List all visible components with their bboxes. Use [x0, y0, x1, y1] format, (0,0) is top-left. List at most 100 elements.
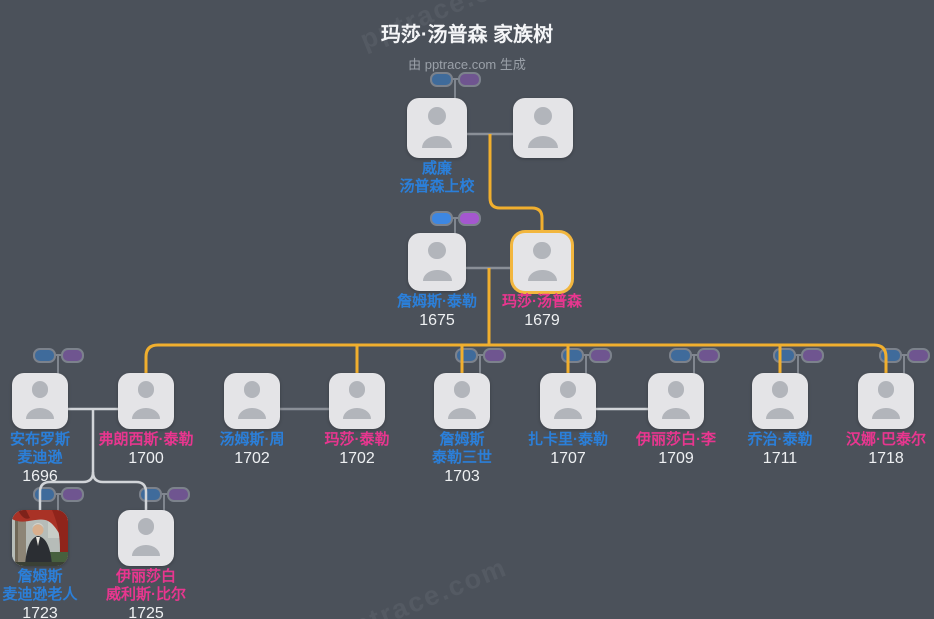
couple-link-icon[interactable] — [139, 487, 191, 516]
wife-pill-icon — [458, 72, 481, 87]
person-name: 詹姆斯 麦迪逊老人 — [2, 568, 78, 603]
person-name: 玛莎·汤普森 — [502, 293, 582, 310]
person-label: 玛莎·泰勒 1702 — [282, 431, 432, 468]
james-madison-portrait-image — [12, 510, 68, 566]
couple-link-icon[interactable] — [455, 348, 507, 379]
couple-link-icon[interactable] — [879, 348, 931, 379]
husband-pill-icon — [33, 348, 56, 363]
person-card-elizabeth-willis-beale[interactable] — [118, 510, 174, 566]
couple-link-icon[interactable] — [33, 348, 85, 379]
husband-pill-icon — [430, 72, 453, 87]
person-name: 威廉 汤普森上校 — [399, 160, 475, 195]
person-label: 伊丽莎白 威利斯·比尔 1725 — [71, 568, 221, 619]
person-name: 乔治·泰勒 — [747, 431, 813, 448]
header: 玛莎·汤普森 家族树 由 pptrace.com 生成 — [0, 18, 934, 73]
person-label: 威廉 汤普森上校 — [362, 160, 512, 196]
wife-pill-icon — [801, 348, 824, 363]
person-avatar-icon — [329, 373, 385, 429]
person-card-william-thompson[interactable] — [407, 98, 467, 158]
couple-link-icon[interactable] — [561, 348, 613, 379]
wife-pill-icon — [61, 348, 84, 363]
person-label: 詹姆斯·泰勒 1675 — [362, 293, 512, 330]
watermark-text: pptrace.com — [330, 551, 512, 619]
person-name: 汤姆斯·周 — [219, 431, 285, 448]
person-avatar-icon — [408, 233, 466, 291]
couple-link-icon[interactable] — [669, 348, 721, 379]
couple-link-icon[interactable] — [773, 348, 825, 379]
person-card-unnamed-spouse[interactable] — [513, 98, 573, 158]
couple-link-icon[interactable] — [430, 211, 482, 238]
person-card-elizabeth-lee[interactable] — [648, 373, 704, 429]
person-card-martha-thompson-selected[interactable] — [513, 233, 571, 291]
person-card-ambrose-madison[interactable] — [12, 373, 68, 429]
person-avatar-icon — [118, 373, 174, 429]
person-year: 1709 — [658, 450, 694, 467]
wife-pill-icon — [907, 348, 930, 363]
person-year: 1723 — [22, 605, 58, 619]
couple-link-icon[interactable] — [430, 72, 482, 103]
person-name: 詹姆斯 泰勒三世 — [431, 431, 492, 466]
person-label: 安布罗斯 麦迪逊 1696 — [0, 431, 115, 486]
wife-pill-icon — [697, 348, 720, 363]
wife-pill-icon — [167, 487, 190, 502]
person-name: 伊丽莎白·李 — [636, 431, 716, 448]
person-avatar-icon — [224, 373, 280, 429]
husband-pill-icon — [879, 348, 902, 363]
person-avatar-icon — [752, 373, 808, 429]
person-avatar-icon — [513, 98, 573, 158]
page-title: 玛莎·汤普森 家族树 — [380, 24, 554, 46]
person-label: 玛莎·汤普森 1679 — [467, 293, 617, 330]
person-year: 1711 — [762, 450, 798, 467]
person-name: 玛莎·泰勒 — [324, 431, 390, 448]
person-label: 乔治·泰勒 1711 — [705, 431, 855, 468]
person-year: 1696 — [22, 468, 58, 485]
person-name: 扎卡里·泰勒 — [528, 431, 608, 448]
person-label: 詹姆斯 麦迪逊老人 1723 — [0, 568, 115, 619]
person-label: 詹姆斯 泰勒三世 1703 — [387, 431, 537, 486]
person-name: 伊丽莎白 威利斯·比尔 — [106, 568, 186, 603]
person-card-george-taylor[interactable] — [752, 373, 808, 429]
person-card-martha-taylor[interactable] — [329, 373, 385, 429]
person-label: 弗朗西斯·泰勒 1700 — [71, 431, 221, 468]
wife-pill-icon — [458, 211, 481, 226]
husband-pill-icon — [561, 348, 584, 363]
person-card-james-taylor-iii[interactable] — [434, 373, 490, 429]
person-card-zachary-taylor[interactable] — [540, 373, 596, 429]
couple-link-icon[interactable] — [33, 487, 85, 516]
person-card-james-madison-sr[interactable] — [12, 510, 68, 566]
person-label: 汉娜·巴泰尔 1718 — [811, 431, 934, 468]
husband-pill-icon — [669, 348, 692, 363]
person-card-frances-taylor[interactable] — [118, 373, 174, 429]
person-card-hannah-battaile[interactable] — [858, 373, 914, 429]
person-label: 扎卡里·泰勒 1707 — [493, 431, 643, 468]
person-avatar-icon — [513, 233, 571, 291]
husband-pill-icon — [139, 487, 162, 502]
husband-pill-icon — [773, 348, 796, 363]
person-year: 1702 — [339, 450, 375, 467]
person-avatar-icon — [12, 373, 68, 429]
person-year: 1703 — [444, 468, 480, 485]
person-name: 弗朗西斯·泰勒 — [98, 431, 194, 448]
husband-pill-icon — [455, 348, 478, 363]
person-year: 1718 — [868, 450, 904, 467]
person-name: 詹姆斯·泰勒 — [397, 293, 477, 310]
person-name: 安布罗斯 麦迪逊 — [9, 431, 70, 466]
person-avatar-icon — [858, 373, 914, 429]
person-card-james-taylor[interactable] — [408, 233, 466, 291]
person-name: 汉娜·巴泰尔 — [846, 431, 926, 448]
person-label: 伊丽莎白·李 1709 — [601, 431, 751, 468]
person-year: 1725 — [128, 605, 164, 619]
person-avatar-icon — [118, 510, 174, 566]
husband-pill-icon — [430, 211, 453, 226]
person-year: 1707 — [550, 450, 586, 467]
person-avatar-icon — [540, 373, 596, 429]
person-card-thomas-chew[interactable] — [224, 373, 280, 429]
person-year: 1700 — [128, 450, 164, 467]
person-year: 1679 — [524, 312, 560, 329]
generator-credit: 由 pptrace.com 生成 — [408, 57, 526, 72]
wife-pill-icon — [589, 348, 612, 363]
person-year: 1702 — [234, 450, 270, 467]
person-avatar-icon — [407, 98, 467, 158]
person-avatar-icon — [434, 373, 490, 429]
